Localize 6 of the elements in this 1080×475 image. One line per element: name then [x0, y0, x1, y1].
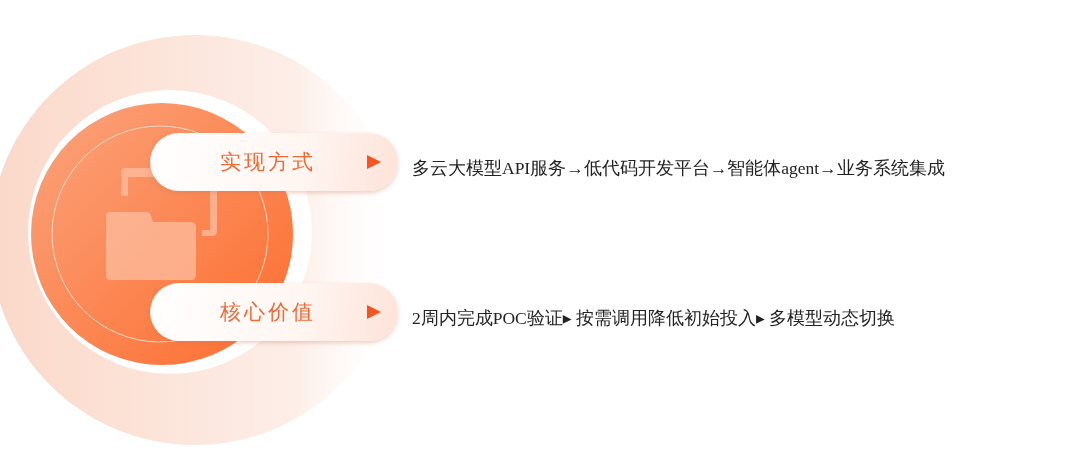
description-text: 2周内完成POC验证▸ 按需调用降低初始投入▸ 多模型动态切换 [412, 307, 896, 329]
pill-title: 核心价值 [219, 299, 317, 326]
pill-title: 实现方式 [219, 149, 317, 176]
description-text: 多云大模型API服务→低代码开发平台→智能体agent→业务系统集成 [412, 157, 945, 179]
label-pill [150, 283, 398, 341]
label-pill [150, 133, 398, 191]
